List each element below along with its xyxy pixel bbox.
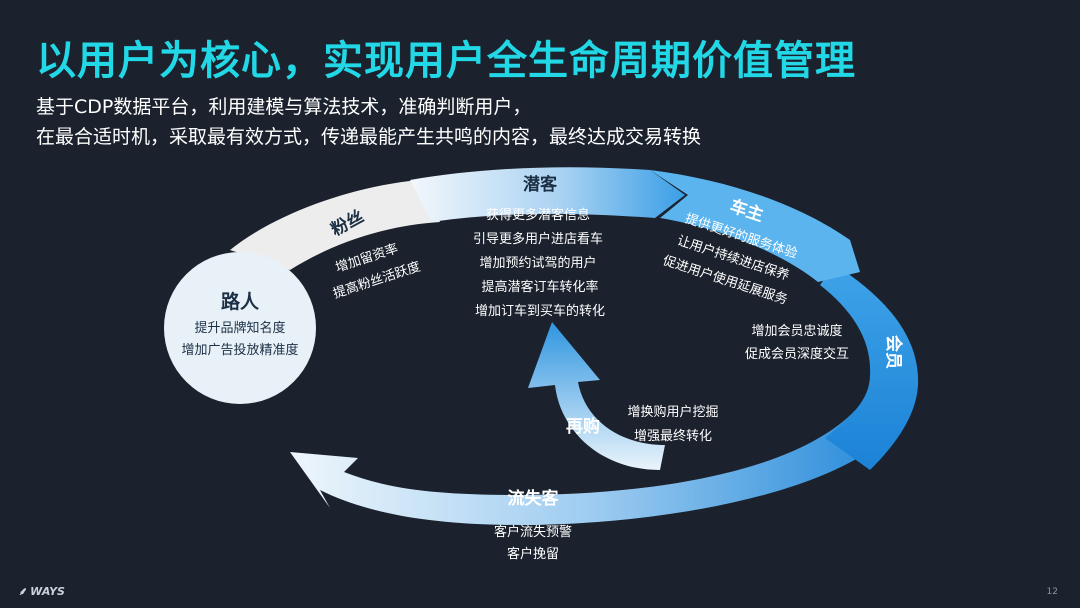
- passerby-item: 增加广告投放精准度: [181, 342, 298, 358]
- prospect-item: 提高潜客订车转化率: [481, 279, 598, 295]
- ways-logo: ⸙ WAYS: [18, 584, 65, 599]
- subtitle-line-1: 基于CDP数据平台，利用建模与算法技术，准确判断用户，: [36, 96, 532, 118]
- passerby-circle: [164, 252, 316, 404]
- repurchase-arrow: [528, 322, 665, 470]
- churn-arrow: [290, 405, 905, 525]
- member-item: 增加会员忠诚度: [751, 323, 842, 339]
- prospect-item: 获得更多潜客信息: [486, 207, 590, 223]
- churned-label: 流失客: [508, 488, 560, 509]
- passerby-item: 提升品牌知名度: [194, 320, 285, 336]
- fans-arrow: [230, 180, 440, 270]
- passerby-label: 路人: [221, 290, 260, 313]
- logo-mark-icon: ⸙: [18, 585, 31, 598]
- owner-arrow: [650, 170, 860, 282]
- churned-item: 客户挽留: [507, 546, 559, 562]
- logo-text: WAYS: [30, 585, 65, 598]
- page-number: 12: [1046, 587, 1058, 597]
- repurchase-item: 增强最终转化: [634, 428, 712, 444]
- subtitle-line-2: 在最合适时机，采取最有效方式，传递最能产生共鸣的内容，最终达成交易转换: [36, 126, 702, 148]
- member-arrow: [820, 265, 919, 470]
- member-label: 会员: [883, 335, 904, 369]
- repurchase-label: 再购: [566, 416, 600, 437]
- repurchase-item: 增换购用户挖掘: [627, 404, 718, 420]
- prospect-label: 潜客: [523, 174, 558, 195]
- prospect-item: 增加预约试驾的用户: [479, 255, 596, 271]
- prospect-item: 增加订车到买车的转化: [475, 303, 605, 319]
- page-title: 以用户为核心，实现用户全生命周期价值管理: [36, 38, 856, 84]
- prospect-arrow: [410, 167, 685, 222]
- prospect-item: 引导更多用户进店看车: [473, 231, 603, 247]
- member-item: 促成会员深度交互: [745, 346, 849, 362]
- churned-item: 客户流失预警: [494, 524, 572, 540]
